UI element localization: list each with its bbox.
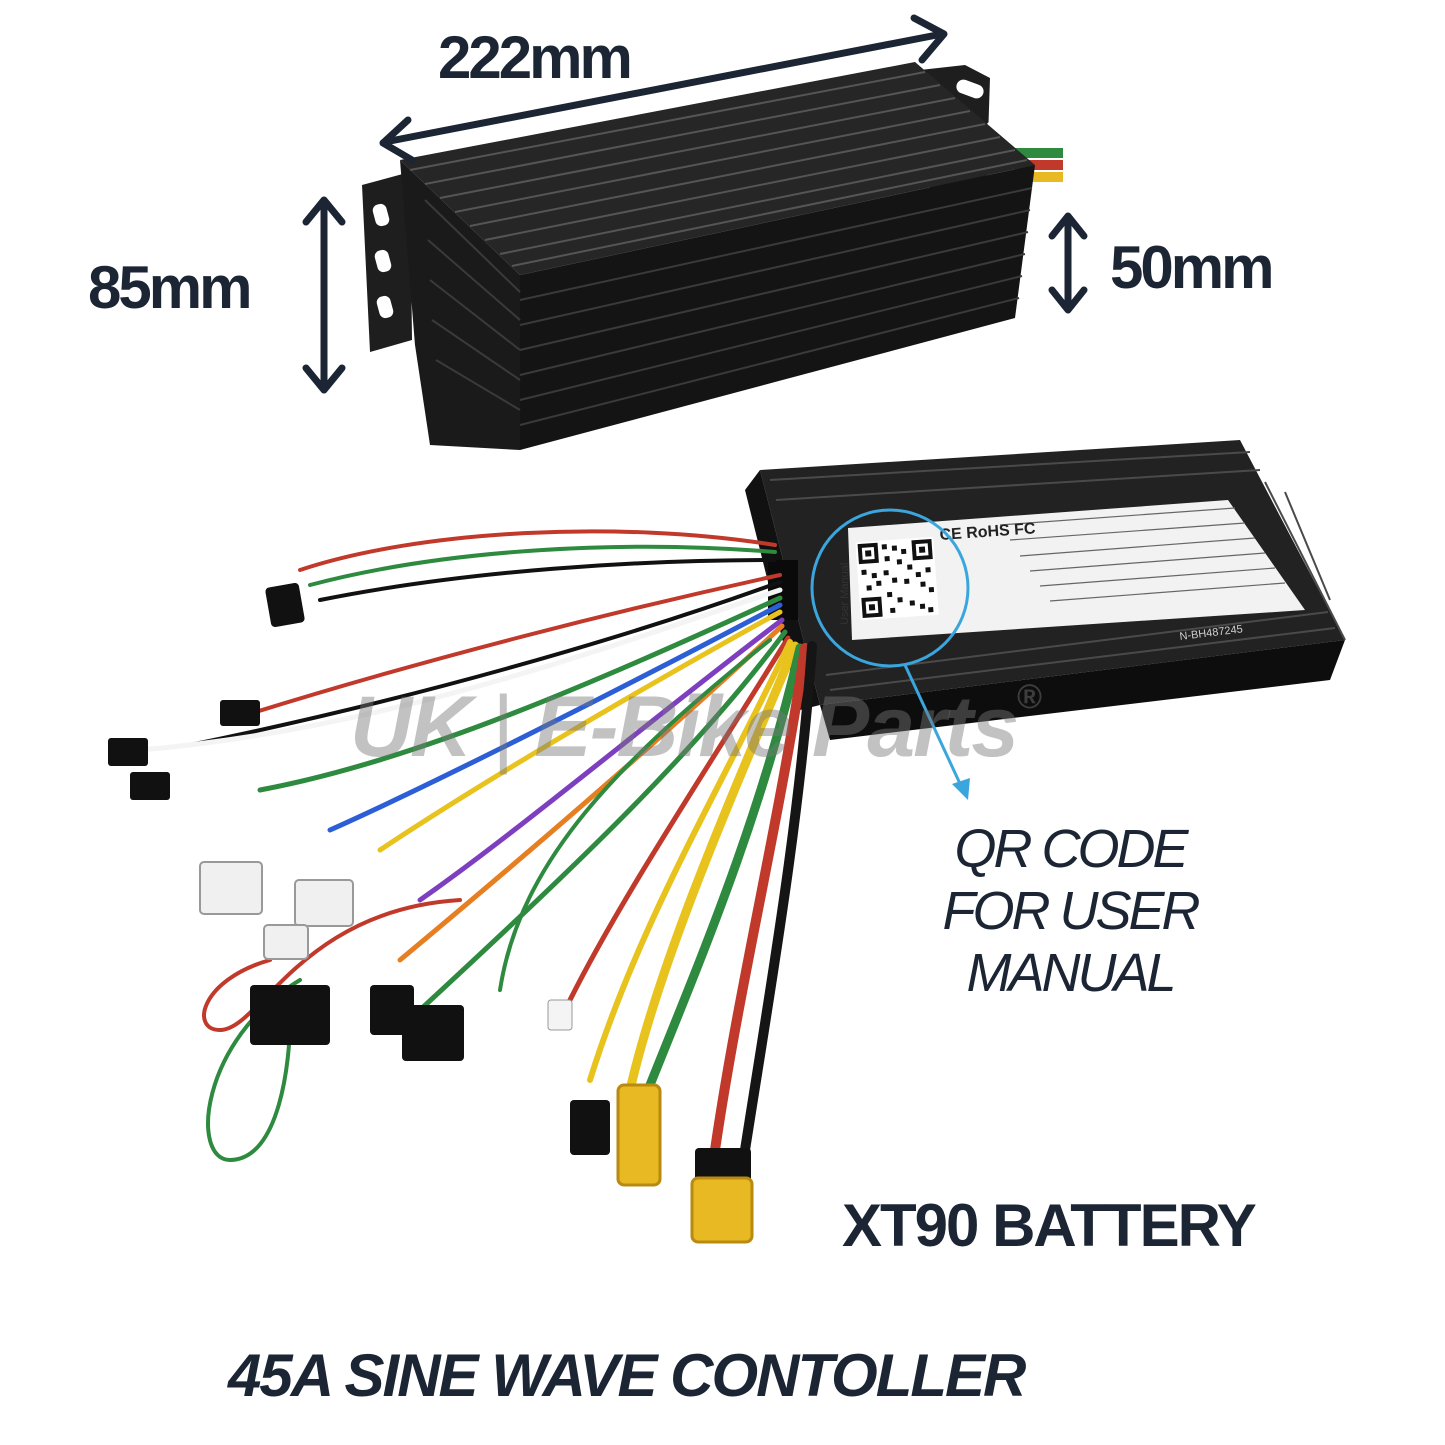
battery-connector-label: XT90 BATTERY xyxy=(842,1192,1257,1259)
top-housing-top xyxy=(400,62,1035,275)
width-dimension-label: 222mm xyxy=(438,24,633,91)
wiring-harness xyxy=(137,529,817,1163)
qr-caption-line-3: MANUAL xyxy=(966,943,1176,1003)
watermark-uk: UK xyxy=(350,679,472,775)
qr-caption-line-1: QR CODE xyxy=(954,819,1188,879)
top-controller xyxy=(362,62,1063,450)
watermark-ebike-parts: E-Bike Parts xyxy=(534,679,1019,775)
manual-tag: User Manual xyxy=(839,563,851,625)
qr-caption-line-2: FOR USER xyxy=(942,881,1200,941)
connectors xyxy=(108,582,754,1244)
controller-label-sticker xyxy=(848,500,1305,640)
xt90-connector xyxy=(690,1176,754,1244)
cert-marks: CE RoHS FC xyxy=(939,520,1036,544)
bottom-controller: User Manual CE RoHS FC N-BH487245 xyxy=(745,440,1346,740)
top-housing-front xyxy=(520,165,1035,450)
motor-phase-connector xyxy=(616,1083,662,1187)
qr-code xyxy=(855,536,939,621)
qr-callout-circle xyxy=(810,508,970,668)
depth-dimension-label: 50mm xyxy=(1110,234,1274,301)
top-housing-side xyxy=(400,160,520,450)
height-dimension-label: 85mm xyxy=(88,254,252,321)
product-title: 45A SINE WAVE CONTOLLER xyxy=(228,1342,1026,1409)
qr-callout-pointer xyxy=(903,664,964,789)
watermark-registered: ® xyxy=(1017,678,1042,716)
brand-watermark: UK | E-Bike Parts® xyxy=(350,678,1042,775)
width-arrow xyxy=(381,30,946,146)
qr-code-caption: QR CODE FOR USER MANUAL xyxy=(905,818,1235,1004)
